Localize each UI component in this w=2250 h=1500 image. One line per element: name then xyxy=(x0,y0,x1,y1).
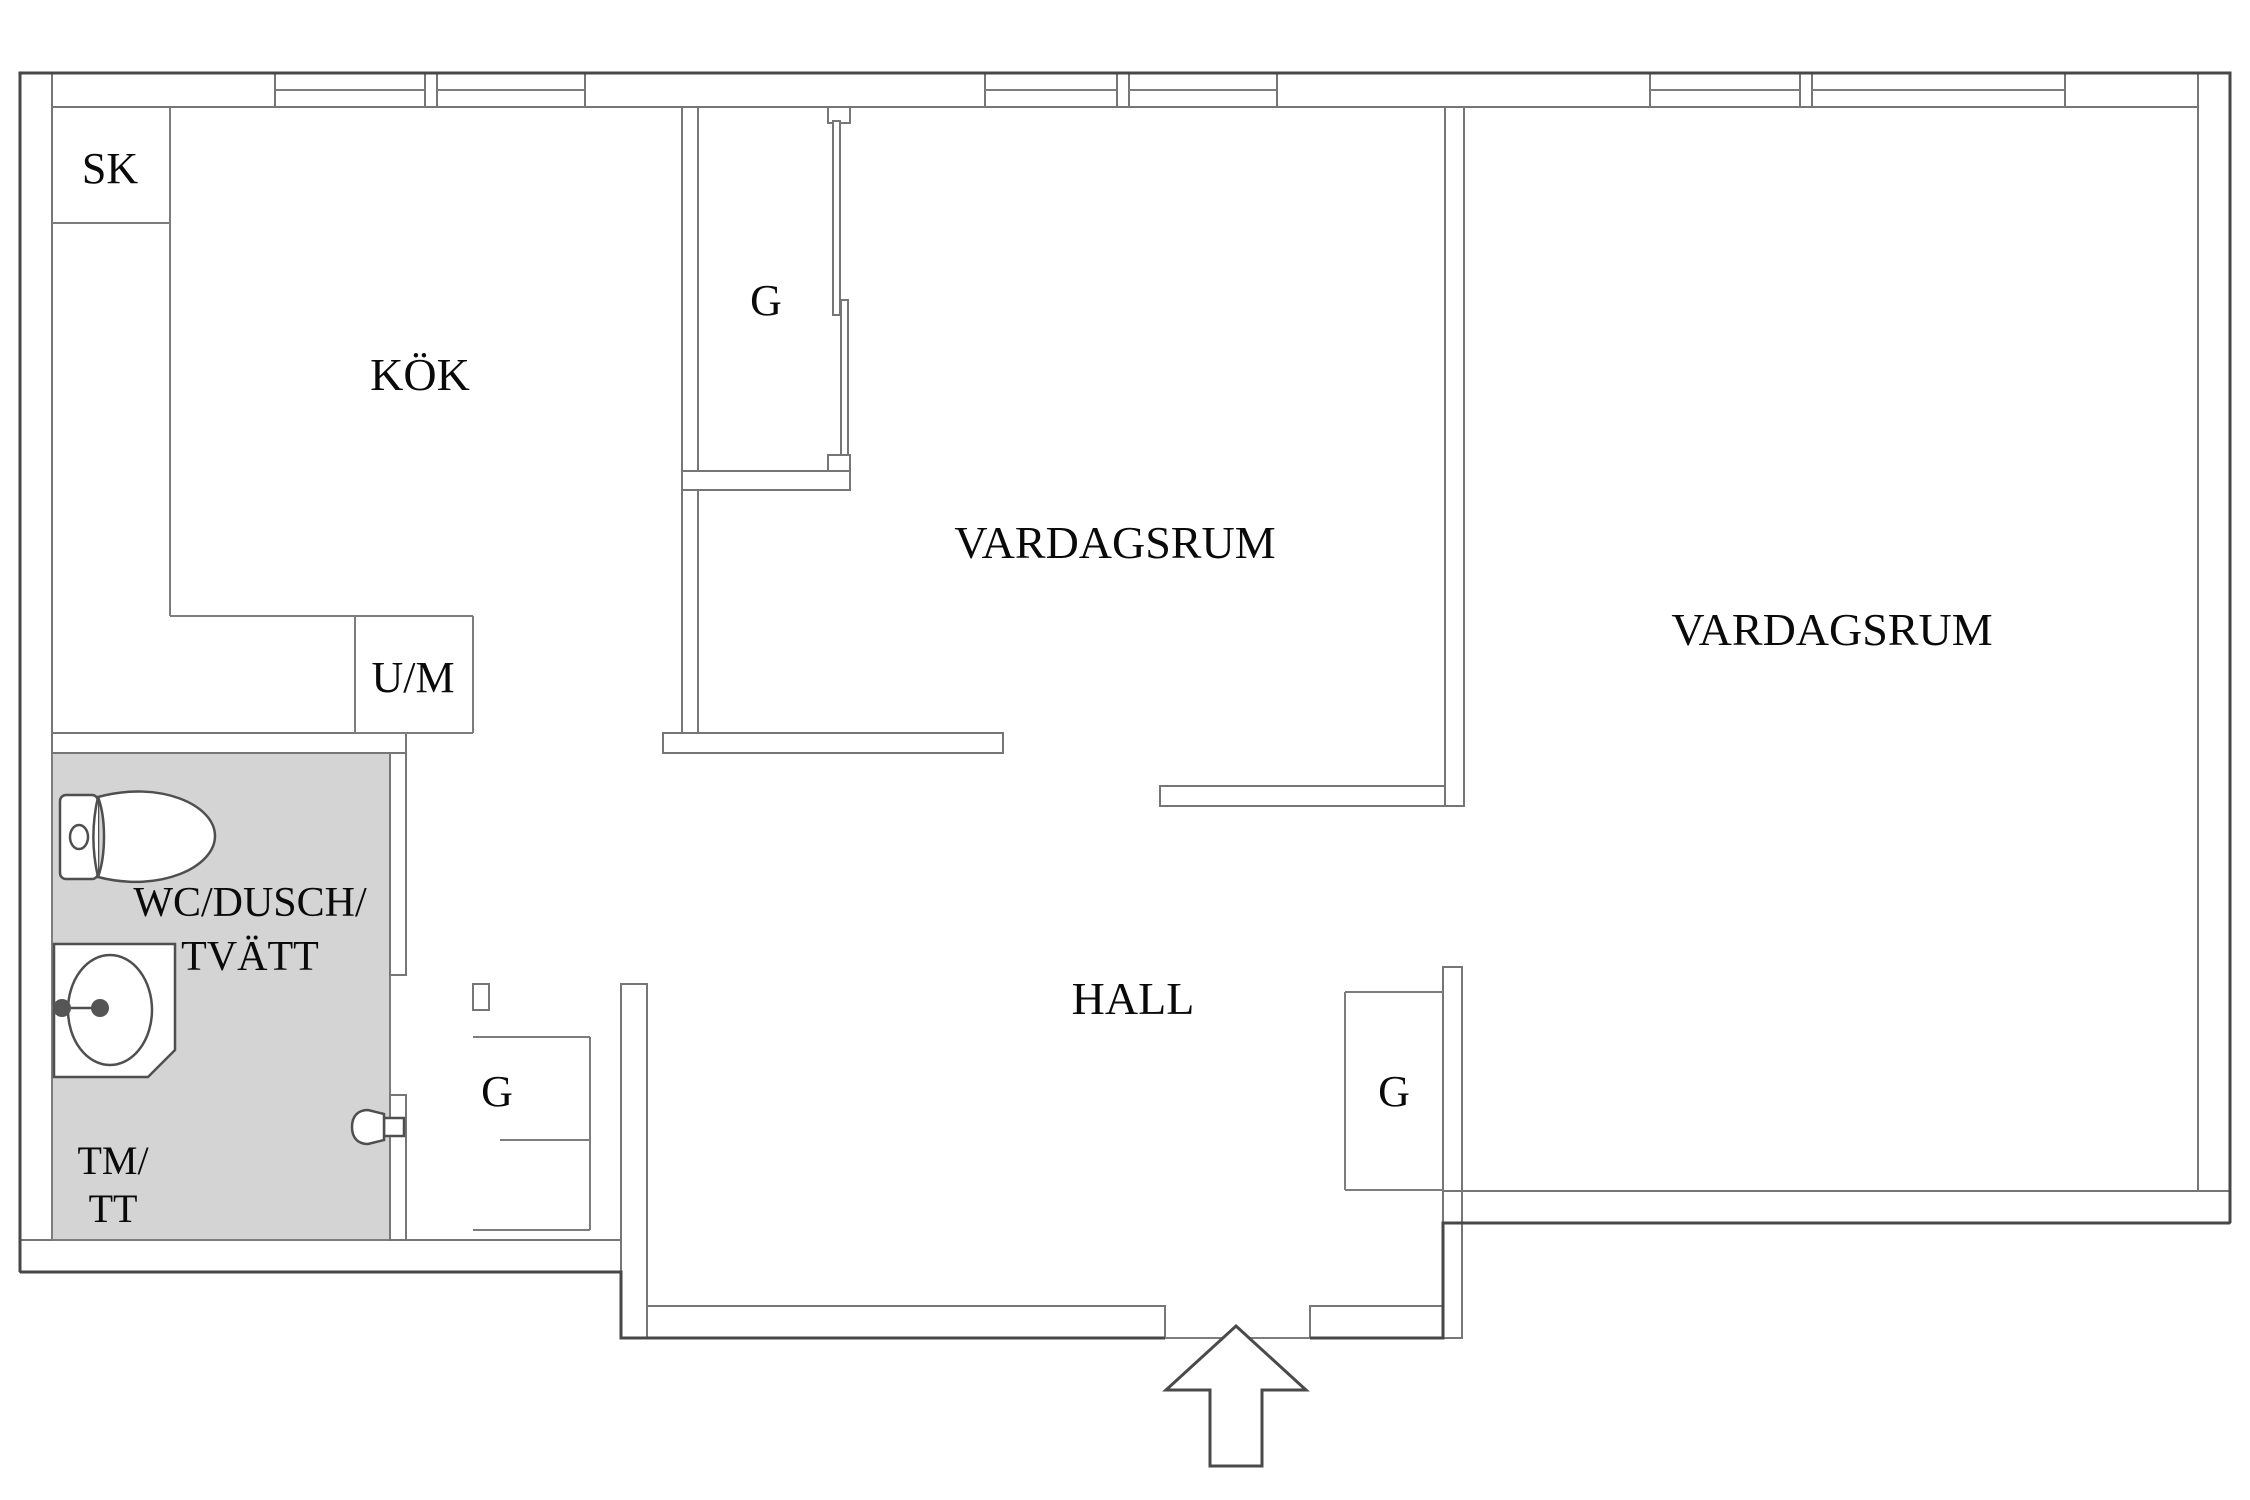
wall-step-connector xyxy=(1442,1190,1463,1339)
label-appliance-tt: TT xyxy=(89,1186,138,1231)
wall-bathroom-top xyxy=(51,732,407,754)
label-appliance-tm: TM/ xyxy=(77,1138,149,1183)
wall-left xyxy=(19,72,53,1273)
label-living-room-1: VARDAGSRUM xyxy=(954,517,1275,568)
wall-kitchen-right xyxy=(681,106,699,734)
sink-icon xyxy=(52,942,177,1079)
window-icon xyxy=(1128,72,1278,108)
wall-hall-left xyxy=(620,983,648,1339)
wall-hall-bottom-left xyxy=(646,1305,1166,1339)
entry-arrow-icon xyxy=(1162,1323,1310,1468)
wall-gtop-bottom xyxy=(681,470,851,491)
label-closet-g-top: G xyxy=(750,276,782,325)
label-closet-g-left: G xyxy=(481,1067,513,1116)
interior-lines xyxy=(52,107,1443,1339)
wall-hall-top-right xyxy=(1159,785,1446,807)
label-bathroom-line1: WC/DUSCH/ xyxy=(133,880,367,926)
window-icon xyxy=(274,72,426,108)
sliding-door-panel-icon xyxy=(840,299,849,456)
interior-walls xyxy=(51,106,1465,1241)
wall-hall-top-left xyxy=(662,732,1004,754)
wall-livingroom-partition xyxy=(1444,106,1465,807)
window-icon xyxy=(436,72,586,108)
window-icon xyxy=(1649,72,1801,108)
wall-livingroom2-left-lower xyxy=(1442,966,1463,1192)
wall-gtop-stub-bottom xyxy=(827,454,851,472)
label-hall: HALL xyxy=(1072,973,1195,1024)
outer-contour-bottom-right xyxy=(1310,1221,2230,1340)
label-appliance-um: U/M xyxy=(371,653,454,702)
label-kitchen: KÖK xyxy=(370,349,470,400)
windows xyxy=(274,72,2066,108)
label-living-room-2: VARDAGSRUM xyxy=(1671,604,1992,655)
label-bathroom-line2: TVÄTT xyxy=(181,934,319,980)
wall-bottom-right xyxy=(1461,1190,2231,1224)
window-icon xyxy=(1811,72,2066,108)
sliding-door-panel-icon xyxy=(832,120,841,316)
outer-contour-bottom-left xyxy=(20,1270,1165,1340)
label-closet-sk: SK xyxy=(82,144,138,193)
wall-bottom-left xyxy=(19,1239,622,1273)
wall-right xyxy=(2197,72,2231,1224)
outer-contour-top xyxy=(18,71,2232,1272)
toilet-icon xyxy=(58,790,217,884)
wall-gleft-stub xyxy=(472,983,490,1011)
wall-hall-bottom-right xyxy=(1309,1305,1444,1339)
window-icon xyxy=(984,72,1118,108)
label-closet-g-hall: G xyxy=(1378,1067,1410,1116)
shower-mixer-icon xyxy=(350,1108,406,1146)
wall-bathroom-right-upper xyxy=(389,752,407,976)
